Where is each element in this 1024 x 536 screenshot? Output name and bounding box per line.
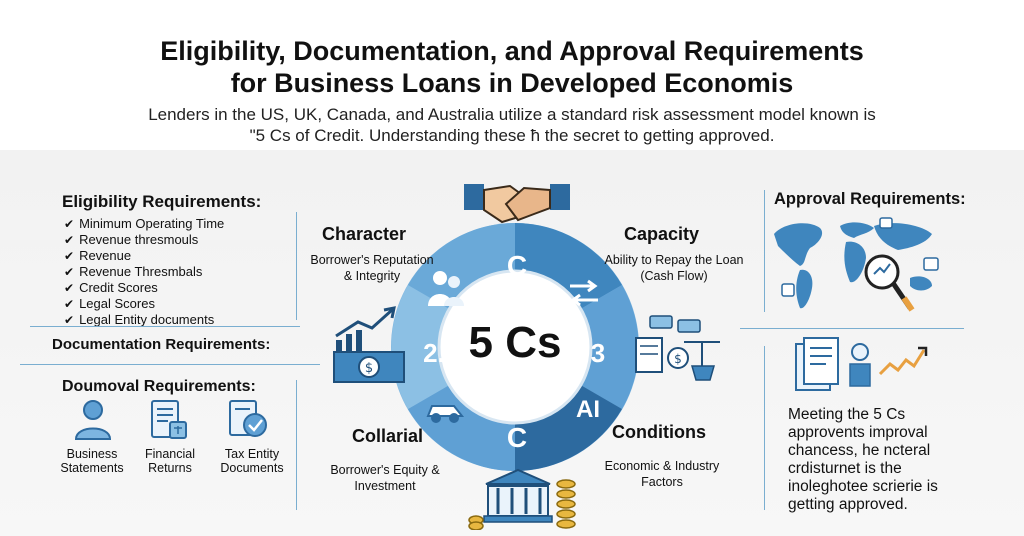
divider	[764, 190, 765, 312]
wheel-letter-left: 2.	[423, 338, 445, 368]
wheel-letter-top: C	[506, 250, 528, 281]
eligibility-item: Revenue thresmouls	[64, 232, 224, 248]
checked-document-icon	[229, 400, 267, 437]
divider	[30, 326, 300, 327]
hub-label: 5 Cs	[468, 318, 562, 367]
svg-text:$: $	[674, 352, 682, 366]
approval-heading: Approval Requirements:	[774, 190, 966, 208]
documentation-heading: Documentation Requirements:	[52, 336, 271, 353]
handshake-icon	[464, 184, 570, 224]
eligibility-item: Legal Scores	[64, 296, 224, 312]
svg-text:$: $	[365, 361, 373, 376]
doumoval-heading: Doumoval Requirements:	[62, 378, 256, 395]
doc-label-business: Business Statements	[60, 447, 124, 475]
world-map-icon	[774, 217, 939, 312]
eligibility-heading: Eligibility Requirements:	[62, 192, 262, 211]
divider	[764, 346, 765, 510]
approval-quote: Meeting the 5 Cs approvents improval cha…	[788, 406, 938, 513]
eligibility-item: Credit Scores	[64, 280, 224, 296]
doc-label-financial: Financial Returns	[144, 447, 196, 475]
page-title-line1: Eligibility, Documentation, and Approval…	[160, 36, 864, 66]
eligibility-item: Revenue Thresmbals	[64, 264, 224, 280]
conditions-desc: Economic & Industry Factors	[604, 459, 720, 489]
subtitle-line1: Lenders in the US, UK, Canada, and Austr…	[148, 105, 876, 124]
eligibility-list: Minimum Operating Time Revenue thresmoul…	[64, 216, 224, 328]
person-icon	[74, 400, 112, 440]
character-desc: Borrower's Reputation & Integrity	[310, 253, 434, 283]
capacity-desc: Ability to Repay the Loan (Cash Flow)	[604, 253, 744, 283]
subtitle-line2: "5 Cs of Credit. Understanding these ħ t…	[249, 126, 775, 145]
page-title-line2: for Business Loans in Developed Economis	[230, 68, 794, 98]
character-title: Character	[322, 224, 407, 244]
eligibility-item: Minimum Operating Time	[64, 216, 224, 232]
capacity-title: Capacity	[624, 224, 700, 244]
wheel-letter-bottom: C	[506, 422, 528, 453]
divider	[296, 212, 297, 320]
doc-label-tax: Tax Entity Documents	[220, 447, 284, 475]
growth-chart-icon: $	[333, 306, 405, 383]
eligibility-item: Revenue	[64, 248, 224, 264]
conditions-title: Conditions	[612, 422, 706, 442]
wheel-letter-bottom-right: AI	[576, 396, 600, 423]
collateral-desc: Borrower's Equity & Investment	[330, 463, 440, 493]
report-growth-icon	[795, 337, 928, 391]
eligibility-item: Legal Entity documents	[64, 312, 224, 328]
money-scale-icon: $	[635, 315, 720, 381]
wheel-letter-right: 3	[590, 338, 606, 368]
divider	[296, 380, 297, 510]
divider	[20, 364, 320, 365]
bank-coins-icon	[468, 468, 576, 530]
collateral-title: Collarial	[352, 426, 424, 446]
car-icon	[426, 405, 465, 423]
arrows-icon	[570, 279, 598, 307]
financial-document-icon	[151, 400, 187, 439]
people-icon	[428, 271, 464, 306]
divider	[740, 328, 964, 329]
